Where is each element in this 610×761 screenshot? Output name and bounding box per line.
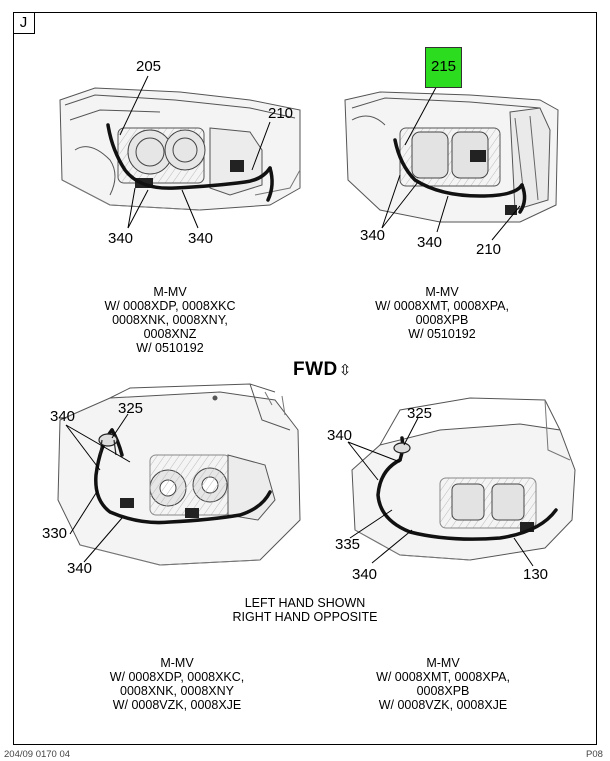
callout-325: 325	[407, 405, 433, 422]
callout-330: 330	[42, 525, 68, 542]
callout-340-top: 340	[50, 408, 76, 425]
panel-bottom-right-leaders	[347, 417, 534, 567]
panel-bottom-right-clip	[393, 442, 411, 454]
footer-left: 204/09 0170 04	[4, 749, 71, 760]
caption-top-left: M-MV W/ 0008XDP, 0008XKC 0008XNK, 0008XN…	[104, 285, 236, 355]
panel-top-left-illustration	[59, 87, 301, 211]
hand-note: LEFT HAND SHOWN RIGHT HAND OPPOSITE	[232, 596, 378, 624]
forward-arrow-icon: ⇳	[338, 362, 352, 379]
callout-340-top: 340	[327, 427, 353, 444]
panel-top-right-illustration	[344, 91, 559, 223]
drawing-frame	[13, 12, 597, 745]
forward-indicator: FWD⇳	[293, 359, 352, 381]
caption-top-right: M-MV W/ 0008XMT, 0008XPA, 0008XPB W/ 051…	[375, 285, 509, 341]
callout-340-right: 340	[417, 234, 443, 251]
panel-bottom-left-harness	[94, 428, 272, 525]
panel-top-left-harness	[106, 123, 274, 202]
caption-bottom-right: M-MV W/ 0008XMT, 0008XPA, 0008XPB W/ 000…	[376, 656, 510, 712]
forward-label: FWD	[293, 359, 338, 380]
callout-340-bottom: 340	[67, 560, 93, 577]
sheet-tag: J	[13, 12, 35, 34]
callout-130: 130	[523, 566, 549, 583]
panel-bottom-left-clip	[98, 433, 118, 456]
callout-325: 325	[118, 400, 144, 417]
callout-215-highlighted: 215	[425, 47, 462, 88]
panel-top-right-harness	[393, 138, 527, 214]
callout-205: 205	[136, 58, 162, 75]
callout-340-right: 340	[188, 230, 214, 247]
callout-340-left: 340	[108, 230, 134, 247]
callout-340-bottom: 340	[352, 566, 378, 583]
callout-210: 210	[268, 105, 294, 122]
panel-bottom-left-leaders	[65, 413, 131, 563]
panel-bottom-right-illustration	[351, 397, 576, 561]
panel-bottom-left-illustration	[57, 383, 301, 566]
footer-right: P08	[586, 749, 603, 760]
panel-top-left-leaders	[119, 75, 271, 229]
callout-210: 210	[476, 241, 502, 258]
panel-top-right-leaders	[381, 79, 521, 241]
callout-340-left: 340	[360, 227, 386, 244]
callout-335: 335	[335, 536, 361, 553]
caption-bottom-left: M-MV W/ 0008XDP, 0008XKC, 0008XNK, 0008X…	[109, 656, 245, 712]
